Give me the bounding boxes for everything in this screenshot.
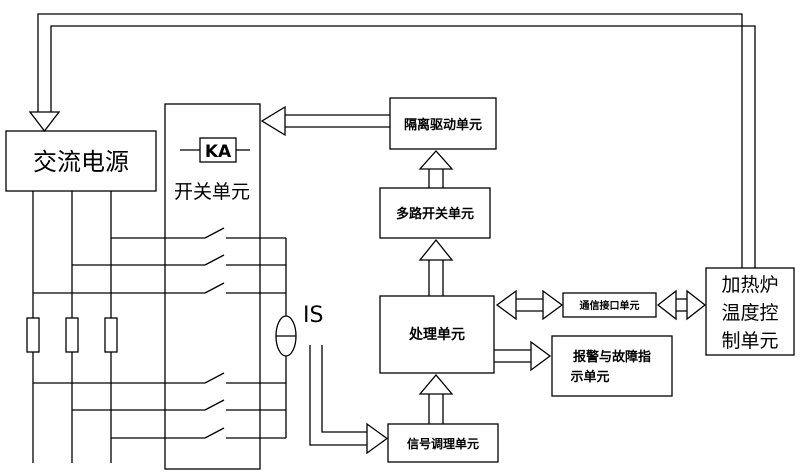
isolation-driver-label: 隔离驱动单元 [404,117,482,133]
processing-block: 处理单元 [379,295,495,374]
lower-switch-lines [33,372,286,439]
ac-power-label: 交流电源 [33,148,129,176]
multiplex-switch-label: 多路开关单元 [396,206,474,222]
ac-power-block: 交流电源 [5,130,157,192]
processing-to-multiplex-arrow [418,238,454,296]
signal-conditioning-block: 信号调理单元 [387,423,499,463]
feedback-loop-arrow [28,13,756,268]
processing-label: 处理单元 [408,326,465,343]
sensor-to-conditioning-arrow [309,345,389,455]
switch-unit-block: KA 开关单元 [164,103,261,470]
current-sensor-label: IS [303,303,323,328]
isolation-driver-block: 隔离驱动单元 [389,97,497,150]
multiplex-to-driver-arrow [418,150,454,188]
comm-interface-block: 通信接口单元 [562,292,657,318]
furnace-temp-label-2: 温度控 [721,302,778,324]
furnace-temp-label-3: 制单元 [721,330,778,352]
heater-resistors [26,317,118,353]
relay-ka-label: KA [205,142,232,162]
driver-to-switch-arrow [260,105,390,137]
processing-comm-arrow [495,289,564,321]
conditioning-to-processing-arrow [418,373,454,424]
comm-interface-label: 通信接口单元 [580,299,640,312]
furnace-temp-control-block: 加热炉 温度控 制单元 [705,267,795,356]
processing-to-alarm-arrow [494,340,552,372]
comm-furnace-arrow [656,289,707,321]
switch-unit-label: 开关单元 [174,181,250,203]
current-sensor: IS [275,238,323,438]
multiplex-switch-block: 多路开关单元 [379,187,491,239]
signal-conditioning-label: 信号调理单元 [407,436,479,451]
furnace-temp-label-1: 加热炉 [721,274,778,296]
upper-switch-lines [33,227,286,294]
alarm-fault-block: 报警与故障指 示单元 [551,335,673,397]
alarm-fault-label-1: 报警与故障指 [573,349,651,365]
alarm-fault-label-2: 示单元 [570,369,609,385]
